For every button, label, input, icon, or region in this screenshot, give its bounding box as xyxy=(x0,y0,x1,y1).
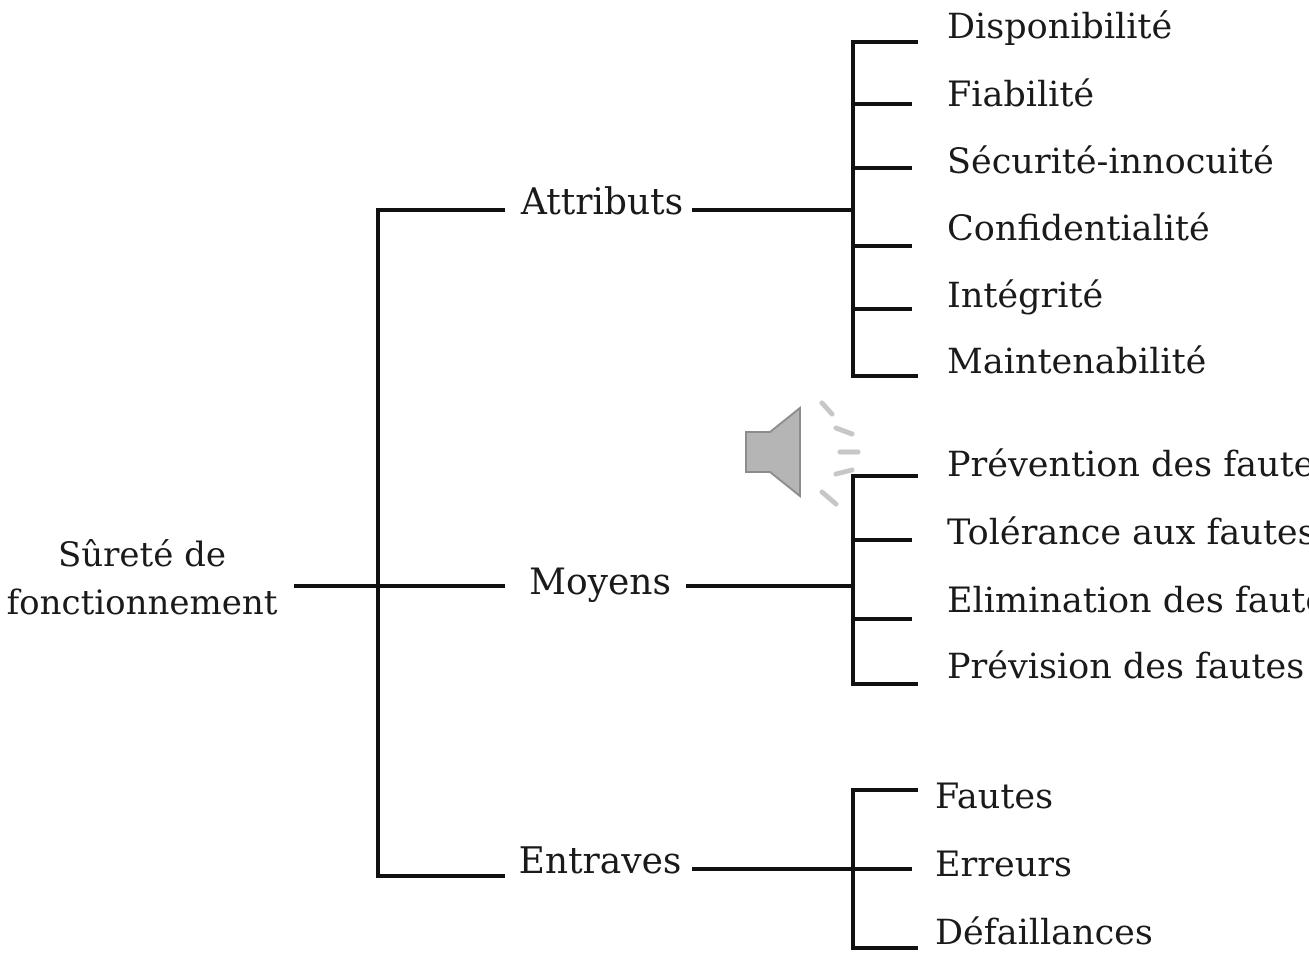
leaf-label-securite-innocuite: Sécurité-innocuité xyxy=(947,142,1274,182)
leaf-label-integrite: Intégrité xyxy=(947,276,1103,316)
category-label-moyens: Moyens xyxy=(529,562,671,603)
category-label-attributs: Attributs xyxy=(520,182,683,223)
leaf-label-prevention-des-fautes: Prévention des fautes xyxy=(947,445,1309,485)
leaf-label-erreurs: Erreurs xyxy=(935,845,1072,885)
root-label-line-1: Sûreté de xyxy=(58,535,226,575)
leaf-label-disponibilite: Disponibilité xyxy=(947,7,1172,47)
speaker-icon[interactable] xyxy=(745,400,861,507)
leaf-label-defaillances: Défaillances xyxy=(935,913,1153,953)
leaf-label-confidentialite: Confidentialité xyxy=(947,209,1210,249)
leaf-label-prevision-des-fautes: Prévision des fautes xyxy=(947,647,1304,687)
category-label-entraves: Entraves xyxy=(519,841,682,882)
leaf-label-fiabilite: Fiabilité xyxy=(947,75,1094,115)
leaf-label-elimination-des-fautes: Elimination des fautes xyxy=(947,581,1309,621)
root-label-line-2: fonctionnement xyxy=(7,583,278,623)
leaf-label-tolerance-aux-fautes: Tolérance aux fautes xyxy=(947,513,1309,553)
leaf-label-fautes: Fautes xyxy=(935,777,1053,817)
leaf-label-maintenabilite: Maintenabilité xyxy=(947,342,1206,382)
